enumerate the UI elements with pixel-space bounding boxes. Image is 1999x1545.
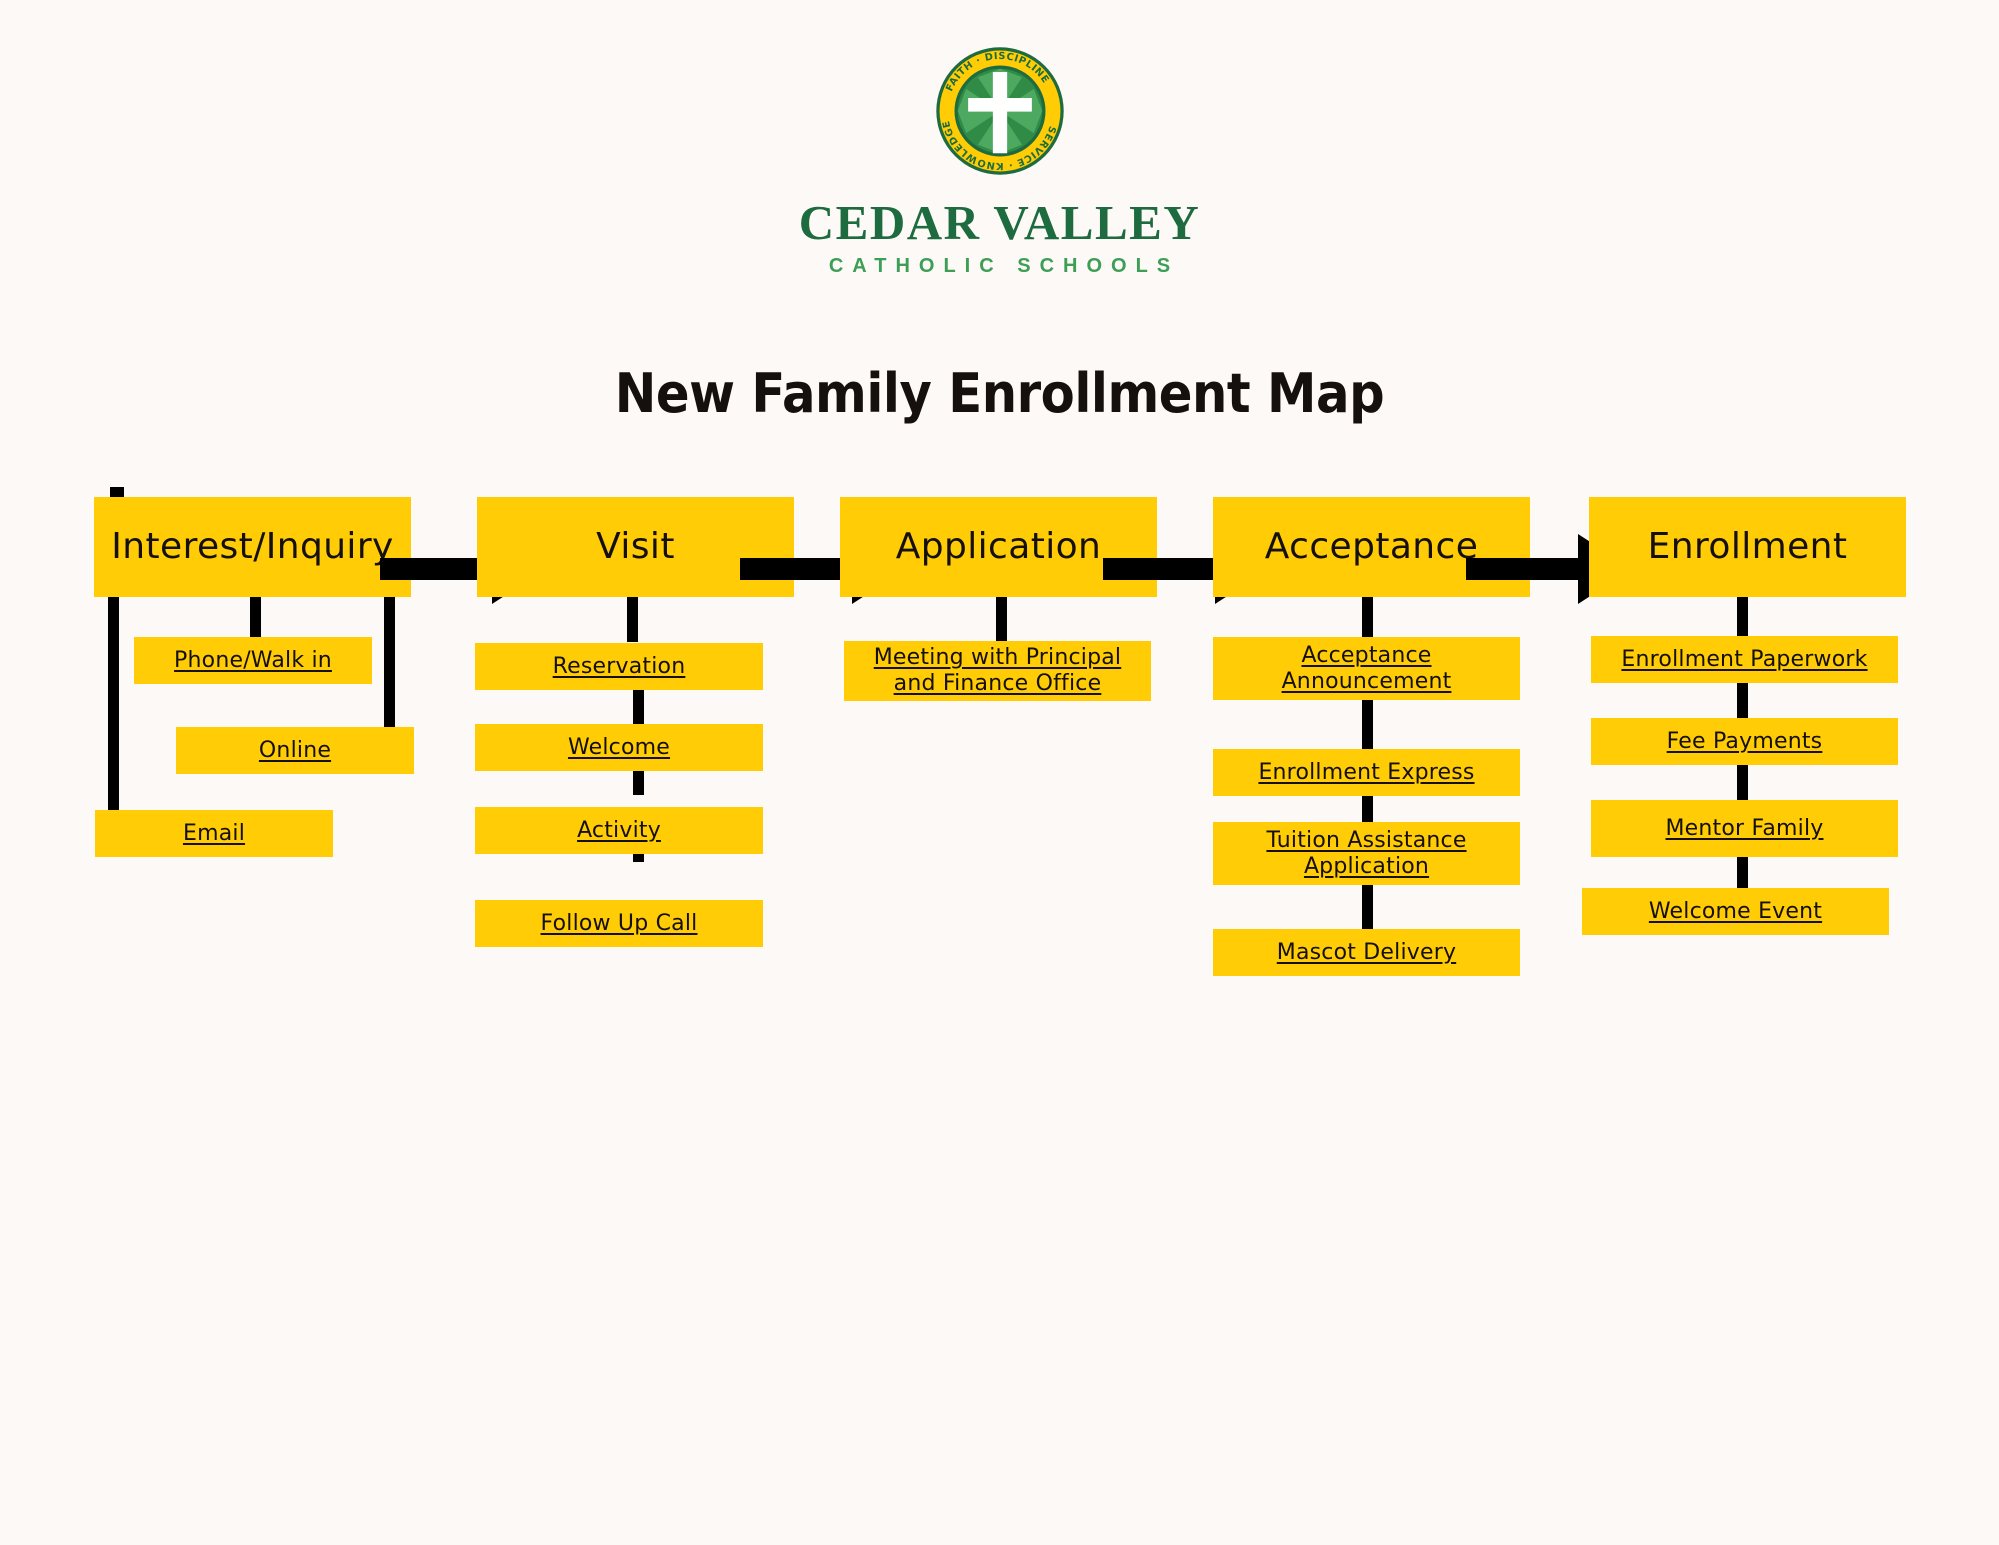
stage-box-visit[interactable]: Visit <box>477 497 794 597</box>
step-box[interactable]: Meeting with Principal and Finance Offic… <box>844 641 1151 701</box>
step-label: Acceptance Announcement <box>1281 642 1452 694</box>
stage-label: Enrollment <box>1647 526 1848 568</box>
step-label: Phone/Walk in <box>174 647 332 673</box>
step-label: Enrollment Paperwork <box>1621 646 1868 672</box>
wordmark-primary: CEDAR VALLEY <box>798 195 1201 250</box>
step-box[interactable]: Welcome Event <box>1582 888 1889 935</box>
connector-line <box>1737 682 1748 732</box>
stage-box-acceptance[interactable]: Acceptance <box>1213 497 1530 597</box>
stage-box-enrollment[interactable]: Enrollment <box>1589 497 1906 597</box>
step-label: Welcome <box>567 734 671 760</box>
step-box[interactable]: Fee Payments <box>1591 718 1898 765</box>
connector-line <box>250 597 261 638</box>
step-label: Mentor Family <box>1665 815 1824 841</box>
step-label: Follow Up Call <box>540 910 698 936</box>
step-box[interactable]: Mentor Family <box>1591 800 1898 857</box>
brand-logo-block: FAITH · DISCIPLINE SERVICE · KNOWLEDGE C… <box>0 46 1999 276</box>
stage-label: Visit <box>596 526 675 568</box>
connector-line <box>633 680 644 730</box>
connector-line <box>1737 845 1748 893</box>
step-label: Activity <box>577 817 661 843</box>
step-box[interactable]: Online <box>176 727 414 774</box>
step-label: Enrollment Express <box>1258 759 1475 785</box>
step-box[interactable]: Mascot Delivery <box>1213 929 1520 976</box>
step-label: Mascot Delivery <box>1276 939 1457 965</box>
step-label: Welcome Event <box>1648 898 1823 924</box>
page-title: New Family Enrollment Map <box>614 362 1385 425</box>
step-label: Online <box>258 737 332 763</box>
step-label: Tuition Assistance Application <box>1266 827 1467 879</box>
connector-line <box>384 597 395 744</box>
step-box[interactable]: Activity <box>475 807 763 854</box>
connector-line <box>1362 597 1373 639</box>
stage-box-application[interactable]: Application <box>840 497 1157 597</box>
connector-line <box>996 597 1007 642</box>
stub-mark <box>110 487 124 497</box>
step-box[interactable]: Enrollment Paperwork <box>1591 636 1898 683</box>
step-label: Reservation <box>552 653 686 679</box>
step-label: Meeting with Principal and Finance Offic… <box>873 645 1122 696</box>
cedar-valley-seal-icon: FAITH · DISCIPLINE SERVICE · KNOWLEDGE <box>935 47 1064 175</box>
connector-line <box>627 597 638 642</box>
connector-line <box>1737 597 1748 639</box>
connector-line <box>108 597 119 824</box>
step-box[interactable]: Follow Up Call <box>475 900 763 947</box>
connector-line <box>1362 700 1373 750</box>
wordmark-secondary: CATHOLIC SCHOOLS <box>828 255 1180 277</box>
connector-line <box>1362 872 1373 930</box>
stage-label: Interest/Inquiry <box>111 526 394 568</box>
step-box[interactable]: Tuition Assistance Application <box>1213 822 1520 885</box>
connector-line <box>1362 775 1373 823</box>
step-box[interactable]: Acceptance Announcement <box>1213 637 1520 700</box>
step-box[interactable]: Email <box>95 810 333 857</box>
stage-label: Acceptance <box>1264 526 1479 568</box>
stage-label: Application <box>895 526 1102 568</box>
stage-box-interest-inquiry[interactable]: Interest/Inquiry <box>94 497 411 597</box>
step-box[interactable]: Enrollment Express <box>1213 749 1520 796</box>
step-box[interactable]: Phone/Walk in <box>134 637 372 684</box>
step-label: Email <box>182 820 246 846</box>
step-label: Fee Payments <box>1666 728 1823 754</box>
step-box[interactable]: Welcome <box>475 724 763 771</box>
connector-line <box>1737 762 1748 810</box>
step-box[interactable]: Reservation <box>475 643 763 690</box>
